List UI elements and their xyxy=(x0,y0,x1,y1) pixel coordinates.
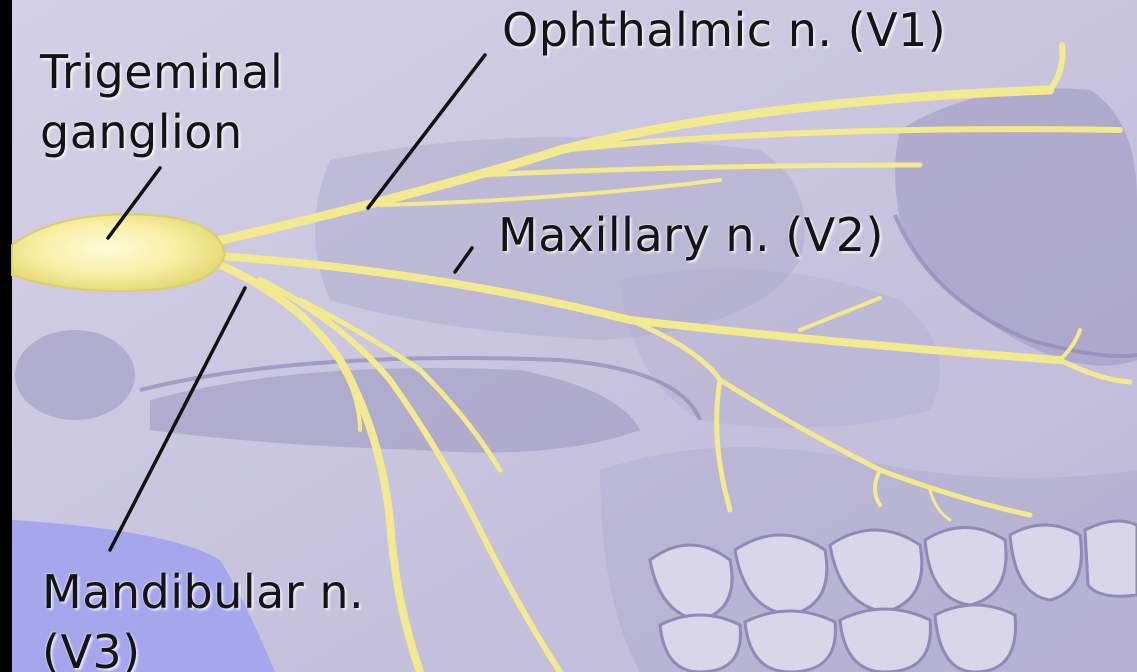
trigeminal-ganglion-label-line-1: Trigeminal xyxy=(40,42,283,102)
mandibular-nerve-label: Mandibular n. (V3) xyxy=(42,562,364,672)
trigeminal-ganglion-label-line-2: ganglion xyxy=(40,102,283,162)
ophthalmic-nerve-label: Ophthalmic n. (V1) xyxy=(502,0,946,60)
mandibular-nerve-label-line-2: (V3) xyxy=(42,622,364,672)
left-border xyxy=(0,0,12,672)
trigeminal-ganglion-label: Trigeminal ganglion xyxy=(40,42,283,162)
maxillary-nerve-label: Maxillary n. (V2) xyxy=(498,205,884,265)
mandibular-nerve-label-line-1: Mandibular n. xyxy=(42,562,364,622)
